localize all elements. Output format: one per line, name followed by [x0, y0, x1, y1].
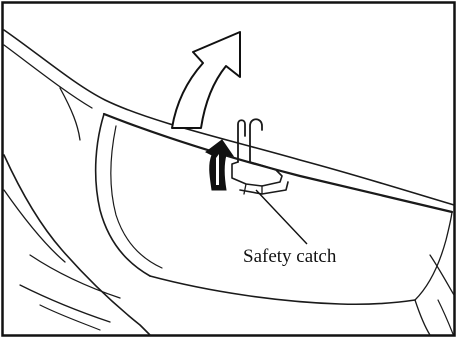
small-solid-up-arrow — [206, 140, 233, 190]
callout-label: Safety catch — [243, 246, 337, 267]
large-outline-up-arrow — [172, 32, 240, 128]
front-bumper — [4, 155, 454, 335]
callout-leader-line — [256, 190, 307, 244]
safety-catch-mechanism — [232, 119, 288, 194]
